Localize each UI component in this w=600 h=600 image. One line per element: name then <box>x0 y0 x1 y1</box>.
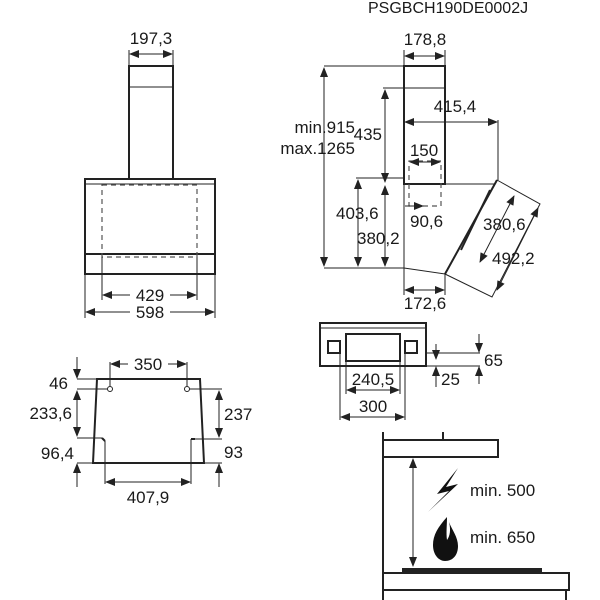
cooktop <box>402 568 542 573</box>
chimney-width-label: 197,3 <box>130 29 173 48</box>
flame-icon <box>433 517 458 561</box>
front-view: 197,3 429 598 <box>84 29 216 322</box>
hood-body <box>84 178 216 275</box>
outer-width-label: 300 <box>359 397 387 416</box>
total-width-label: 598 <box>136 303 164 322</box>
side-view: 178,8 min.915 max.1265 435 415,4 150 90,… <box>280 30 541 313</box>
right-bottom-label: 93 <box>224 443 243 462</box>
panel-inner-label: 380,6 <box>483 215 526 234</box>
outlet-label: 150 <box>410 141 438 160</box>
electric-icon <box>428 468 458 512</box>
left-bottom-label: 96,4 <box>41 444 74 463</box>
lower-height-outer-label: 403,6 <box>336 204 379 223</box>
mounting-view: 350 46 233,6 96,4 237 93 407,9 <box>29 355 252 507</box>
drawing-code: PSGBCH190DE0002J <box>368 0 528 17</box>
side-chimney <box>403 65 446 185</box>
lower-height-inner-label: 380,2 <box>357 229 400 248</box>
height-max-label: max.1265 <box>280 139 355 158</box>
left-hole-height-label: 233,6 <box>29 404 72 423</box>
depth-25-label: 25 <box>441 370 460 389</box>
mount-hole <box>107 386 113 392</box>
top-offset-label: 46 <box>49 374 68 393</box>
top-view: 240,5 300 65 25 <box>319 322 503 421</box>
height-min-label: min.915 <box>295 118 355 137</box>
top-outline <box>319 322 427 367</box>
chimney <box>128 65 174 180</box>
base-depth-label: 172,6 <box>404 294 447 313</box>
opening-width-label: 240,5 <box>352 370 395 389</box>
inner-width-label: 429 <box>136 286 164 305</box>
depth-65-label: 65 <box>484 351 503 370</box>
outlet-offset-label: 90,6 <box>410 212 443 231</box>
gas-clearance-label: min. 650 <box>470 528 535 547</box>
mount-hole <box>184 386 190 392</box>
panel-outer-label: 492,2 <box>492 249 535 268</box>
bottom-spacing-label: 407,9 <box>127 488 170 507</box>
total-depth-label: 415,4 <box>434 97 477 116</box>
worktop <box>382 572 570 591</box>
right-hole-height-label: 237 <box>224 405 252 424</box>
upper-height-label: 435 <box>354 125 382 144</box>
top-spacing-label: 350 <box>134 355 162 374</box>
hood-shelf <box>382 439 499 458</box>
electric-clearance-label: min. 500 <box>470 481 535 500</box>
clearance-view: min. 500 min. 650 <box>382 432 570 600</box>
chimney-depth-label: 178,8 <box>404 30 447 49</box>
